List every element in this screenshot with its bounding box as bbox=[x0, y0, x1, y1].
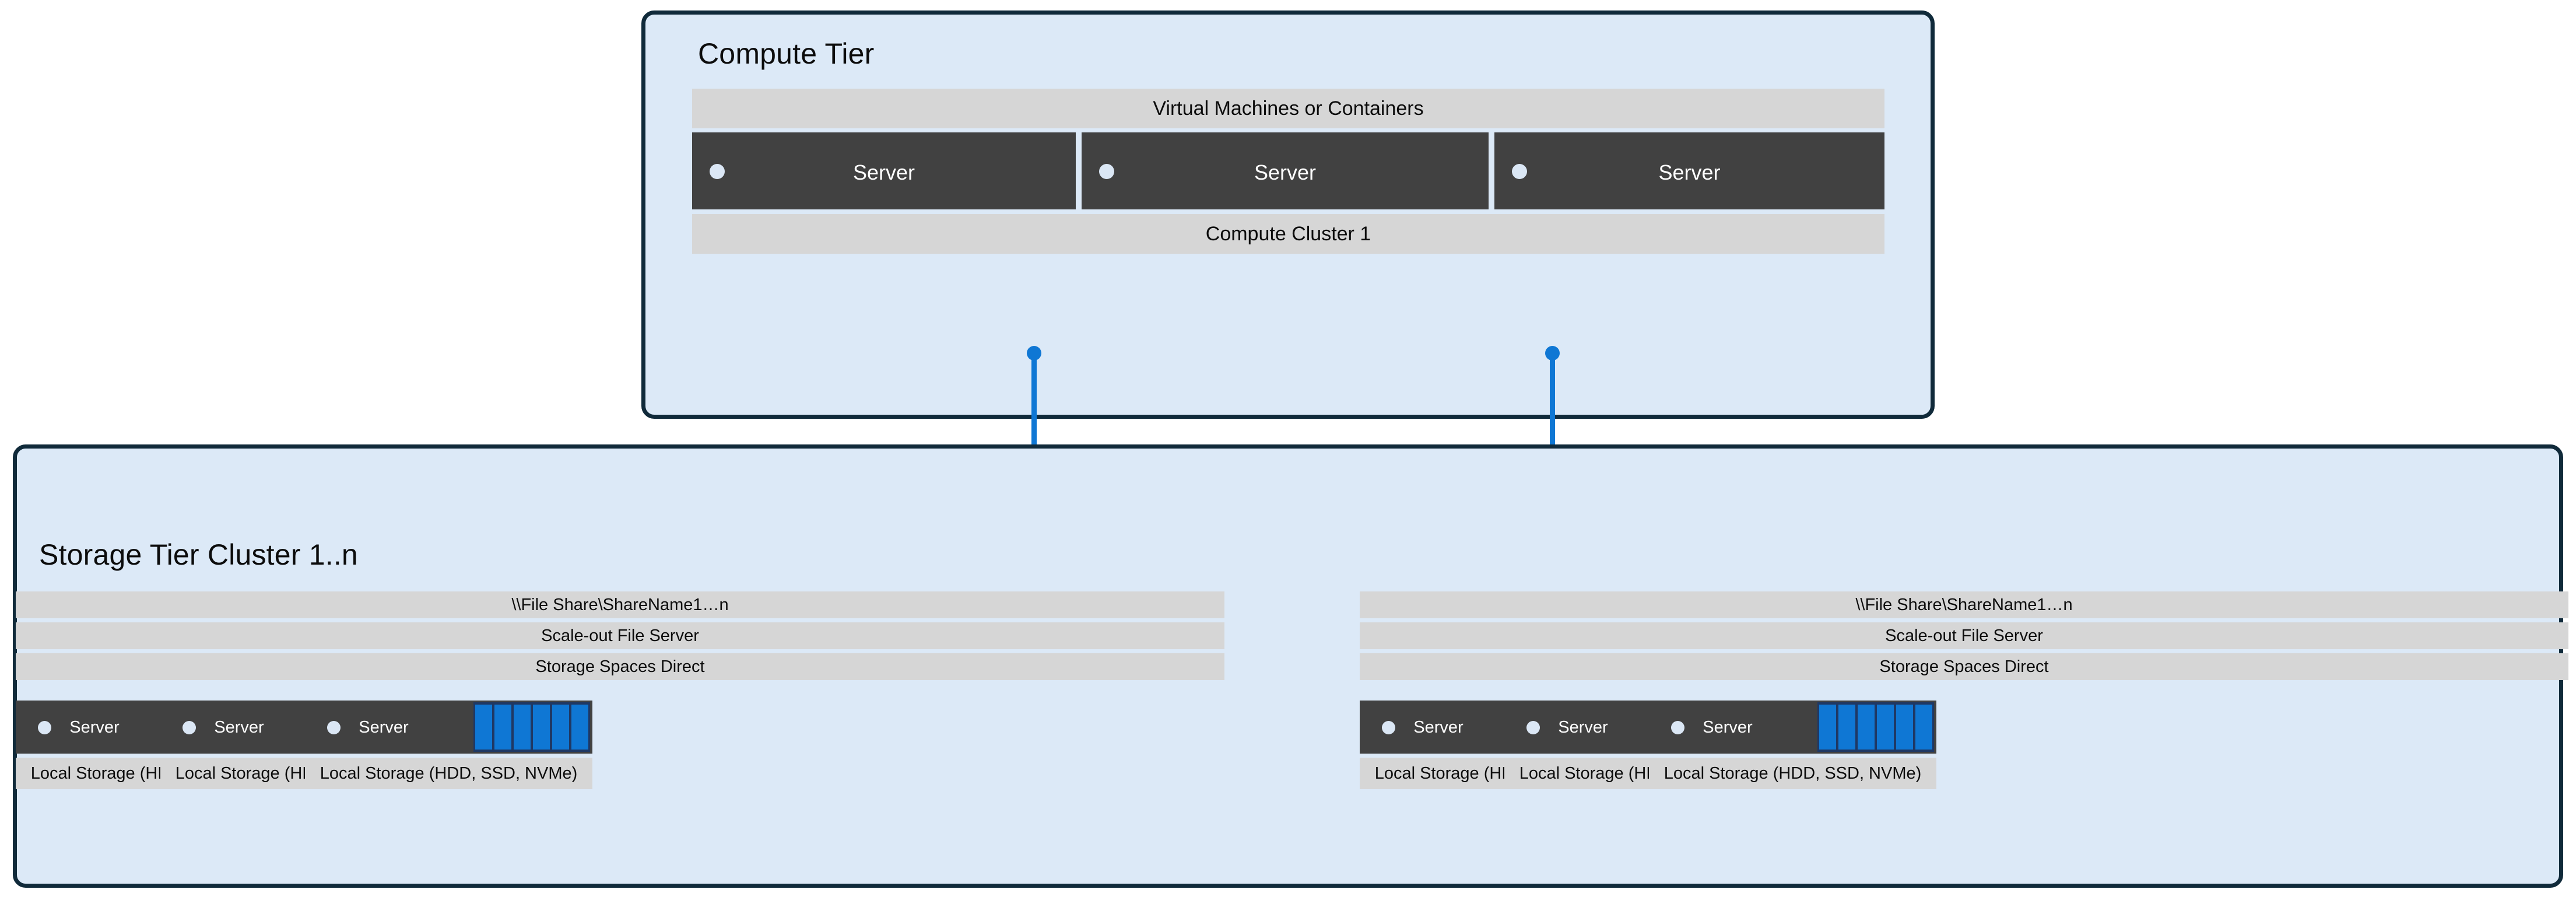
status-dot-icon bbox=[327, 721, 341, 734]
storage-server-2-3[interactable]: Server bbox=[1649, 701, 1936, 754]
status-dot-icon bbox=[38, 721, 51, 734]
compute-server-3[interactable]: Server bbox=[1494, 132, 1884, 209]
cluster-1-file-share-band: \\File Share\ShareName1…n bbox=[16, 591, 1224, 618]
storage-server-1-2-label: Server bbox=[214, 718, 264, 737]
disk-array-icon bbox=[473, 702, 590, 752]
link-line bbox=[1031, 353, 1037, 468]
compute-vm-band: Virtual Machines or Containers bbox=[692, 89, 1884, 128]
disk-array-icon bbox=[1817, 702, 1934, 752]
status-dot-icon bbox=[1512, 164, 1527, 179]
storage-server-1-1-label: Server bbox=[69, 718, 120, 737]
storage-server-2-3-label: Server bbox=[1703, 718, 1753, 737]
cluster-2-s2d-band: Storage Spaces Direct bbox=[1360, 653, 2568, 680]
storage-server-1-3[interactable]: Server bbox=[305, 701, 592, 754]
status-dot-icon bbox=[710, 164, 725, 179]
compute-tier-title: Compute Tier bbox=[698, 37, 875, 70]
cluster-1-scaleout-band: Scale-out File Server bbox=[16, 622, 1224, 649]
compute-server-2[interactable]: Server bbox=[1082, 132, 1489, 209]
storage-server-2-2-label: Server bbox=[1558, 718, 1608, 737]
cluster-2-file-share-band: \\File Share\ShareName1…n bbox=[1360, 591, 2568, 618]
cluster-1-s2d-band: Storage Spaces Direct bbox=[16, 653, 1224, 680]
compute-server-2-label: Server bbox=[1254, 160, 1317, 184]
compute-server-1[interactable]: Server bbox=[692, 132, 1076, 209]
status-dot-icon bbox=[1382, 721, 1395, 734]
storage-local-band-1-3: Local Storage (HDD, SSD, NVMe) bbox=[305, 758, 592, 789]
status-dot-icon bbox=[1671, 721, 1684, 734]
compute-server-1-label: Server bbox=[852, 160, 915, 184]
storage-server-2-1-label: Server bbox=[1413, 718, 1464, 737]
storage-server-1-3-label: Server bbox=[359, 718, 409, 737]
storage-local-band-2-3: Local Storage (HDD, SSD, NVMe) bbox=[1649, 758, 1936, 789]
compute-cluster-band: Compute Cluster 1 bbox=[692, 214, 1884, 254]
status-dot-icon bbox=[1099, 164, 1114, 179]
storage-tier-container: Storage Tier Cluster 1..n \\File Share\S… bbox=[13, 444, 2568, 888]
link-line bbox=[1550, 353, 1555, 468]
status-dot-icon bbox=[1526, 721, 1540, 734]
cluster-2-scaleout-band: Scale-out File Server bbox=[1360, 622, 2568, 649]
compute-tier-container: Compute Tier Virtual Machines or Contain… bbox=[641, 10, 1935, 419]
compute-server-3-label: Server bbox=[1658, 160, 1721, 184]
storage-tier-title: Storage Tier Cluster 1..n bbox=[39, 538, 358, 571]
status-dot-icon bbox=[183, 721, 196, 734]
